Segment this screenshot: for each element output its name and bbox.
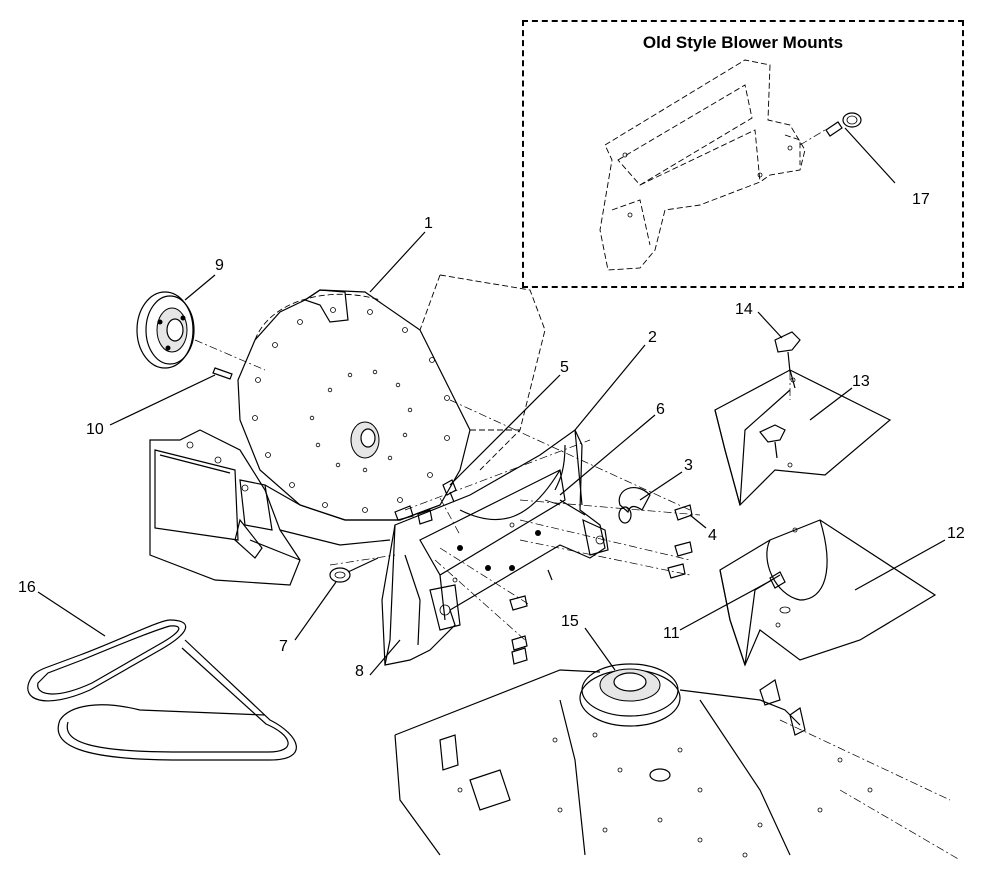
hardware-drawing (329, 399, 701, 665)
leader-16 (37, 591, 106, 637)
belt-16-drawing (27, 619, 297, 761)
leader-7 (294, 581, 337, 641)
cover-plate-13-drawing (714, 369, 892, 507)
callout-10: 10 (86, 421, 104, 438)
leader-17 (844, 127, 896, 184)
mower-deck-drawing (394, 669, 961, 861)
knob-14-drawing (774, 331, 801, 400)
blower-housing-drawing (149, 274, 546, 586)
mount-bracket-drawing (381, 429, 609, 666)
leader-6 (559, 414, 656, 496)
leader-8 (369, 639, 401, 676)
callout-4: 4 (708, 527, 717, 544)
leader-11 (679, 579, 773, 631)
leader-14 (757, 311, 783, 339)
callout-2: 2 (648, 329, 657, 346)
leader-4 (689, 514, 707, 529)
callout-15: 15 (561, 613, 579, 630)
callout-5: 5 (560, 359, 569, 376)
callout-1: 1 (424, 215, 433, 232)
leader-13 (809, 387, 853, 421)
old-style-mount-drawing (599, 59, 896, 271)
callout-3: 3 (684, 457, 693, 474)
leader-3 (639, 471, 683, 501)
pulley-15-drawing (579, 663, 681, 727)
leader-9 (184, 274, 216, 301)
leader-5 (449, 374, 561, 486)
key-10 (212, 367, 233, 380)
leader-lines (37, 231, 946, 676)
callout-6: 6 (656, 401, 665, 418)
leader-10 (109, 374, 216, 426)
callout-9: 9 (215, 257, 224, 274)
pulley-9-drawing (136, 291, 266, 380)
callout-14: 14 (735, 301, 753, 318)
callout-8: 8 (355, 663, 364, 680)
callout-12: 12 (947, 525, 965, 542)
leader-15 (584, 627, 616, 671)
callout-7: 7 (279, 638, 288, 655)
old-style-inset-frame (522, 20, 964, 288)
callout-17: 17 (912, 191, 930, 208)
leader-12 (854, 539, 946, 591)
leader-1 (369, 231, 426, 293)
callout-11: 11 (663, 625, 680, 642)
callout-16: 16 (18, 579, 36, 596)
cover-plate-12-drawing (719, 519, 937, 667)
inset-title: Old Style Blower Mounts (642, 33, 844, 52)
callout-13: 13 (852, 373, 870, 390)
leader-2 (574, 344, 646, 431)
